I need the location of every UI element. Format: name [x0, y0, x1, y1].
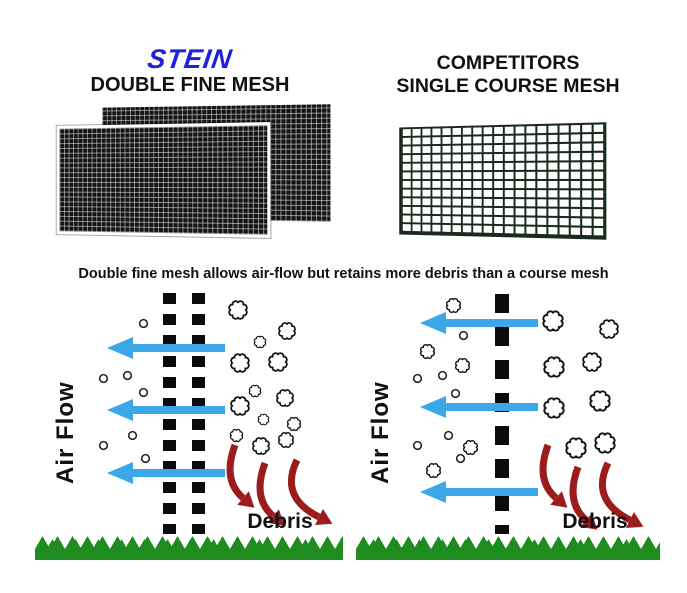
debris-cloud-icon	[253, 335, 267, 349]
grass-zigzag	[35, 536, 343, 560]
grass-band	[35, 549, 343, 560]
double-fine-mesh-image	[38, 96, 338, 268]
debris-cloud-icon	[455, 358, 470, 373]
single-mesh-airflow-diagram: Air Flow Debris	[350, 290, 662, 565]
debris-particle-icon	[455, 453, 466, 464]
grass-peaks	[35, 536, 343, 549]
debris-particle-icon	[98, 373, 109, 384]
debris-particle-icon	[458, 330, 469, 341]
debris-particle-icon	[443, 430, 454, 441]
debris-cloud-icon	[594, 432, 616, 454]
debris-cloud-icon	[268, 352, 288, 372]
course-mesh-panel	[399, 122, 607, 240]
airflow-arrow-left-icon	[420, 396, 538, 418]
debris-label: Debris	[247, 510, 313, 533]
debris-cloud-icon	[230, 353, 250, 373]
debris-cloud-icon	[543, 397, 565, 419]
caption: Double fine mesh allows air-flow but ret…	[78, 266, 609, 282]
debris-cloud-icon	[599, 319, 619, 339]
air-flow-label: Air Flow	[367, 381, 394, 485]
airflow-arrow-left-icon	[420, 312, 538, 334]
airflow-arrow-left-icon	[107, 462, 225, 484]
debris-cloud-icon	[278, 322, 296, 340]
debris-particle-icon	[127, 430, 138, 441]
debris-particle-icon	[138, 318, 149, 329]
debris-cloud-icon	[228, 300, 248, 320]
debris-cloud-icon	[276, 389, 294, 407]
debris-particle-icon	[412, 373, 423, 384]
debris-cloud-icon	[257, 413, 270, 426]
fine-mesh-front-panel	[56, 122, 271, 238]
debris-particle-icon	[450, 388, 461, 399]
debris-particle-icon	[140, 453, 151, 464]
debris-cloud-icon	[278, 432, 294, 448]
debris-cloud-icon	[542, 310, 564, 332]
left-header-title: DOUBLE FINE MESH	[90, 74, 290, 96]
single-course-mesh-image	[385, 103, 625, 263]
debris-particle-icon	[437, 370, 448, 381]
grass-band	[356, 549, 660, 560]
debris-particle-icon	[98, 440, 109, 451]
airflow-arrow-left-icon	[107, 337, 225, 359]
debris-particle-icon	[122, 370, 133, 381]
debris-cloud-icon	[426, 463, 441, 478]
airflow-arrow-left-icon	[107, 399, 225, 421]
grass-peaks	[356, 536, 660, 549]
debris-cloud-icon	[543, 356, 565, 378]
air-flow-label: Air Flow	[52, 381, 79, 485]
debris-particle-icon	[412, 440, 423, 451]
airflow-arrow-left-icon	[420, 481, 538, 503]
debris-cloud-icon	[589, 390, 611, 412]
debris-cloud-icon	[286, 416, 302, 432]
debris-cloud-icon	[582, 352, 602, 372]
stein-logo: STEIN	[145, 44, 235, 74]
debris-cloud-icon	[420, 344, 435, 359]
debris-cloud-icon	[230, 396, 250, 416]
left-header: STEIN DOUBLE FINE MESH	[30, 44, 350, 97]
right-header-line2: SINGLE COURSE MESH	[396, 75, 620, 98]
debris-particle-icon	[138, 387, 149, 398]
double-mesh-airflow-diagram: Air Flow Debris	[35, 290, 347, 565]
single-mesh-dashed-line-icon	[495, 294, 509, 534]
debris-cloud-icon	[446, 298, 461, 313]
grass-zigzag	[356, 536, 660, 560]
right-header-line1: COMPETITORS	[436, 52, 580, 74]
right-header: COMPETITORS SINGLE COURSE MESH	[356, 52, 660, 99]
debris-label: Debris	[562, 510, 628, 533]
